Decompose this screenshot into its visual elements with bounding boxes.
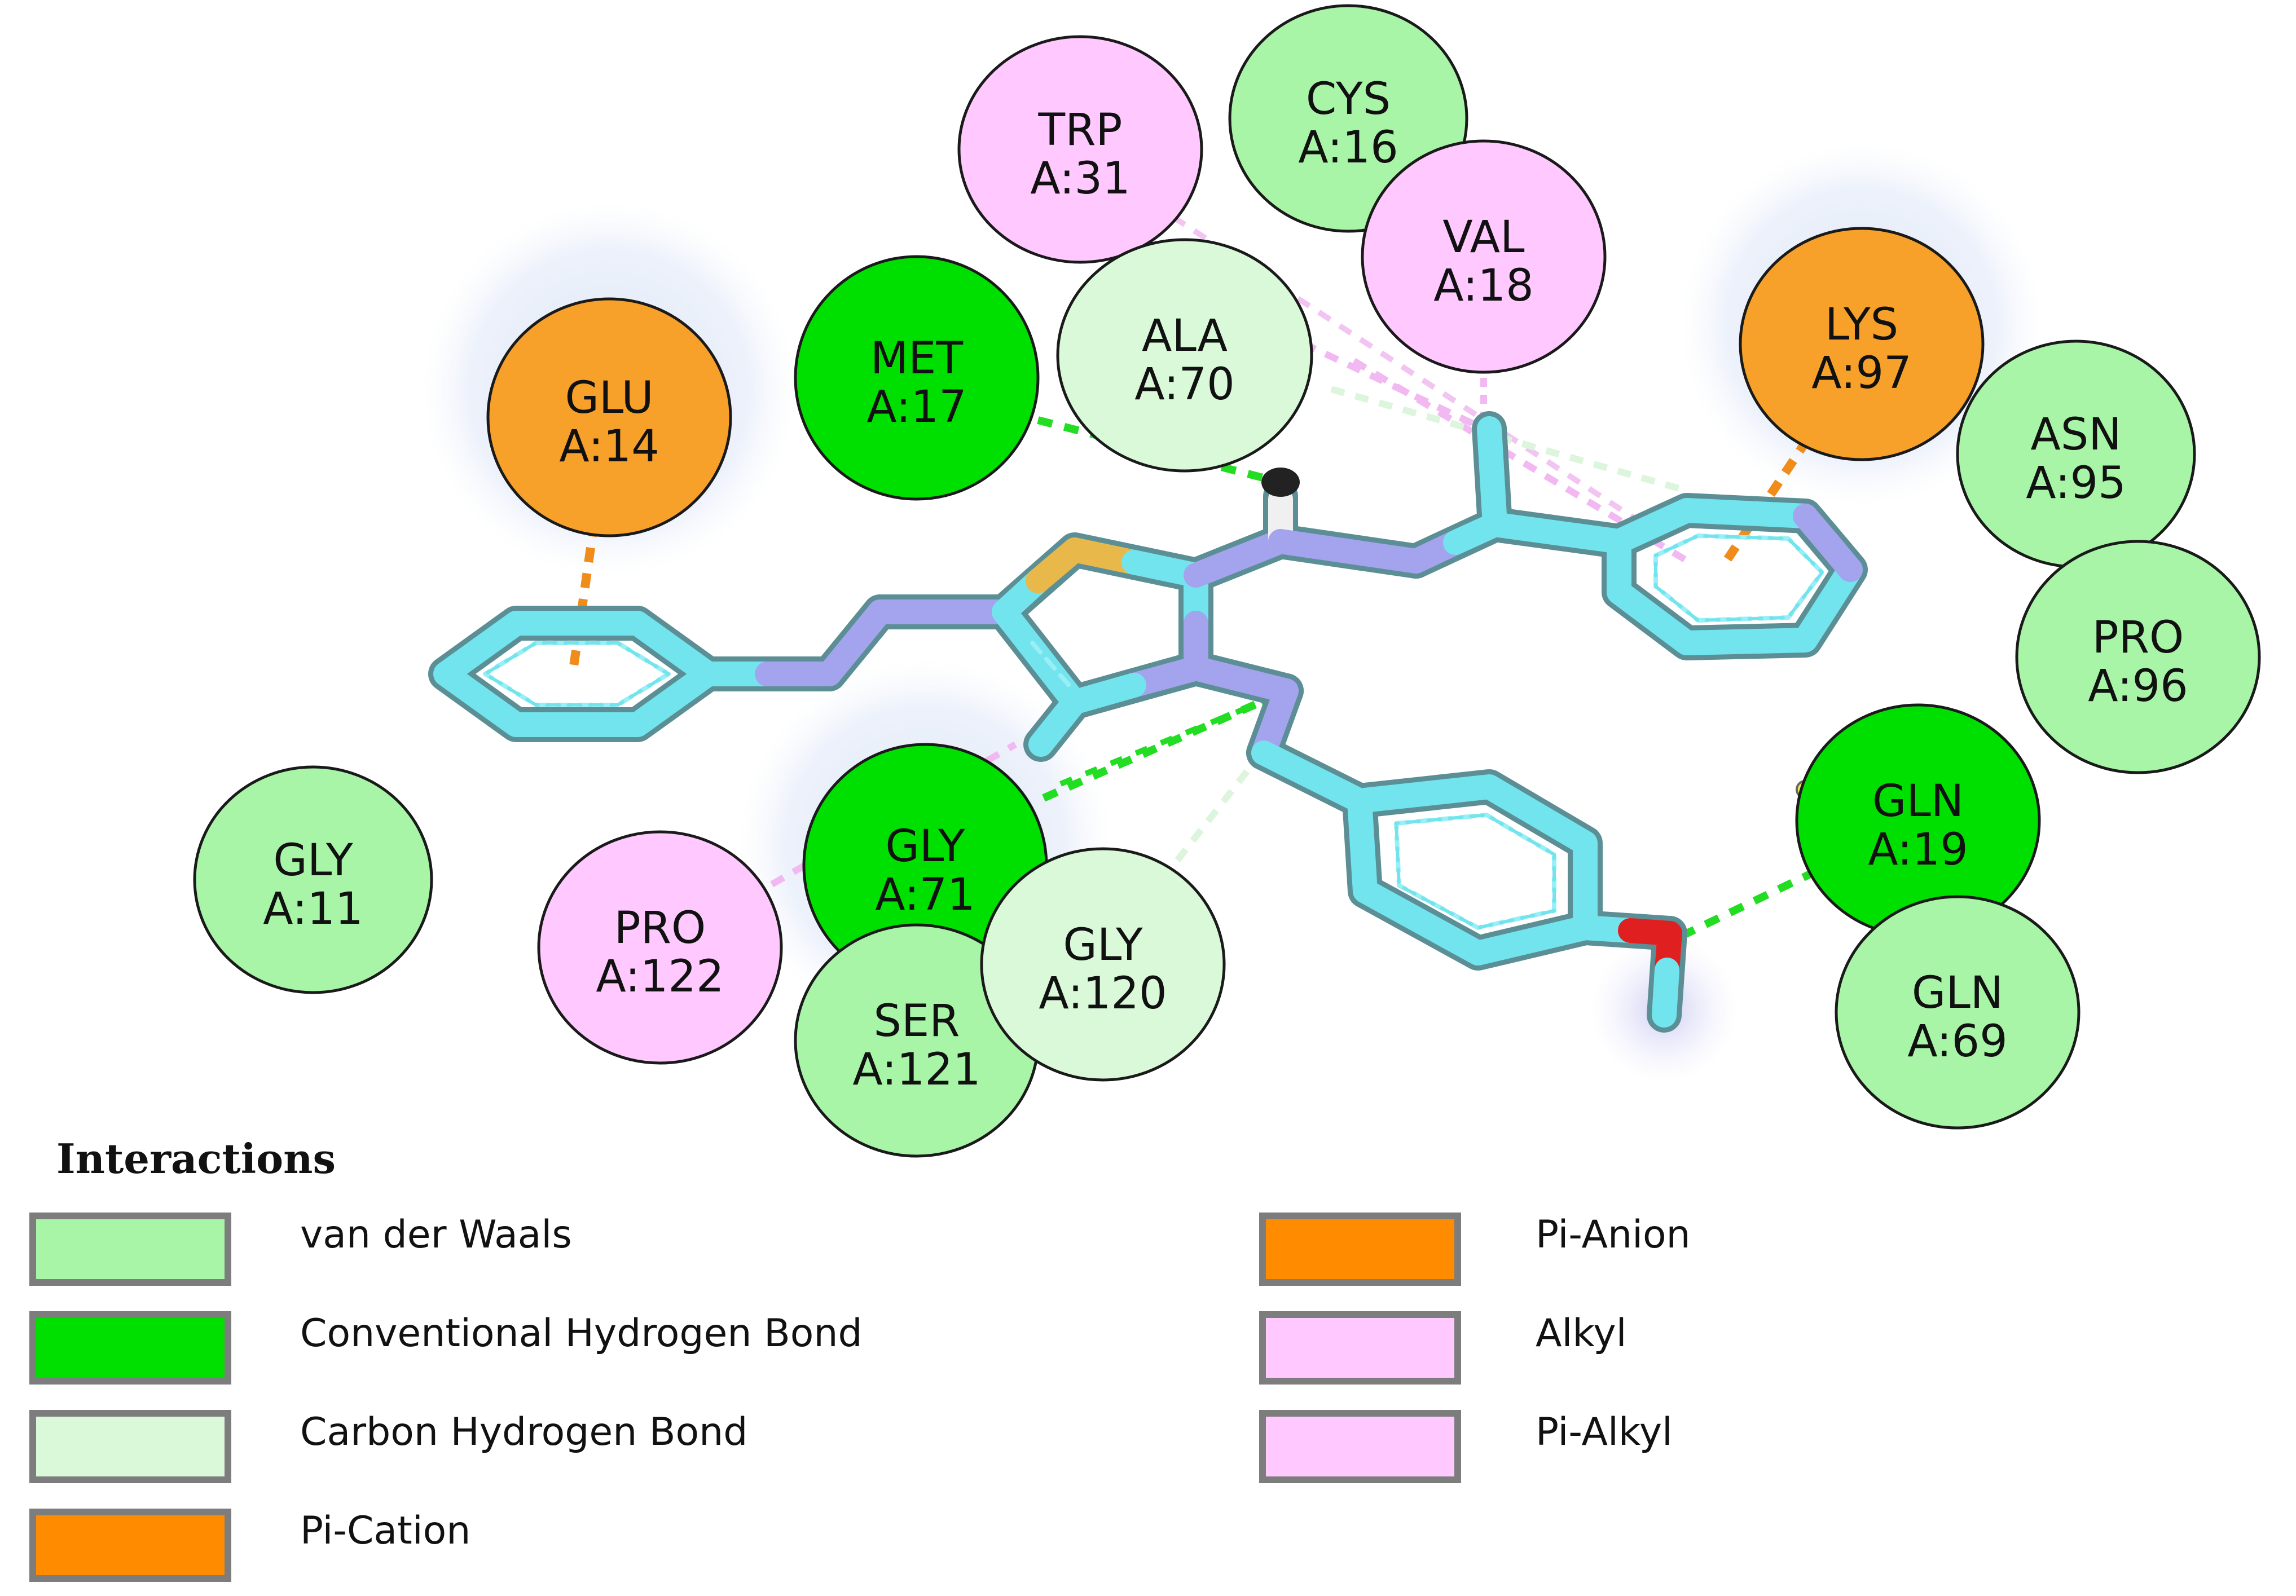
residue-name: GLY [1063, 920, 1143, 971]
phenyl-ring-left [433, 611, 720, 737]
hydrogen-atom [1261, 468, 1300, 497]
residue-name: PRO [614, 903, 706, 954]
gly120-carbon-hbond-line [1159, 748, 1266, 882]
residue-disc [1835, 895, 2081, 1130]
pyridine-ring [1607, 498, 1863, 655]
residues: CYSA:16TRPA:31VALA:18ALAA:70META:17GLUA:… [193, 4, 2261, 1158]
residue-id: A:122 [596, 951, 724, 1002]
residue-disc [1056, 238, 1313, 473]
residue-id: A:96 [2088, 661, 2188, 712]
residue-name: TRP [1038, 105, 1123, 156]
residue-disc [1361, 139, 1607, 374]
residue-name: GLY [273, 835, 353, 886]
residue-name: PRO [2092, 612, 2184, 663]
aromatic-inner-rings-solid [483, 534, 1824, 929]
ligand [428, 408, 1868, 1033]
residue-disc [193, 765, 433, 994]
met17-hbond-line [1037, 416, 1282, 486]
residue-name: GLY [885, 821, 965, 872]
gly71-hbond-line-b [1059, 694, 1276, 787]
residue-name: SER [874, 996, 960, 1047]
residue-id: A:121 [852, 1044, 980, 1095]
residue-id: A:31 [1030, 153, 1131, 204]
residue-name: MET [870, 333, 964, 384]
residue-name: VAL [1442, 212, 1525, 263]
residue-disc [1739, 227, 1985, 461]
residue-disc [957, 35, 1203, 264]
residue-disc [980, 847, 1226, 1082]
residue-name: CYS [1306, 74, 1391, 125]
residue-name: GLU [565, 373, 653, 424]
residue-disc [537, 830, 783, 1065]
residue-id: A:97 [1811, 348, 1912, 399]
residue-id: A:95 [2026, 458, 2126, 509]
gln19-hbond-line [1679, 859, 1836, 940]
residue-id: A:120 [1039, 968, 1167, 1019]
residue-id: A:69 [1907, 1016, 2008, 1067]
residue-id: A:16 [1298, 122, 1398, 173]
residue-id: A:11 [263, 884, 363, 934]
residue-name: GLN [1872, 776, 1964, 827]
residue-name: ASN [2030, 409, 2121, 460]
residue-id: A:19 [1868, 825, 1968, 875]
residue-id: A:71 [875, 870, 975, 920]
residue-id: A:17 [867, 382, 967, 433]
ligand-bonds [433, 416, 1863, 1028]
residue-id: A:14 [559, 421, 659, 472]
residue-disc [794, 255, 1040, 501]
residue-name: LYS [1825, 299, 1898, 350]
ala70-carbon-hbond-line [1330, 386, 1688, 494]
residue-name: ALA [1142, 311, 1228, 361]
residue-name: GLN [1912, 968, 2003, 1019]
residue-id: A:18 [1433, 261, 1534, 311]
residue-disc [2015, 540, 2261, 774]
residue-id: A:70 [1134, 359, 1235, 410]
residue-disc [486, 297, 732, 537]
